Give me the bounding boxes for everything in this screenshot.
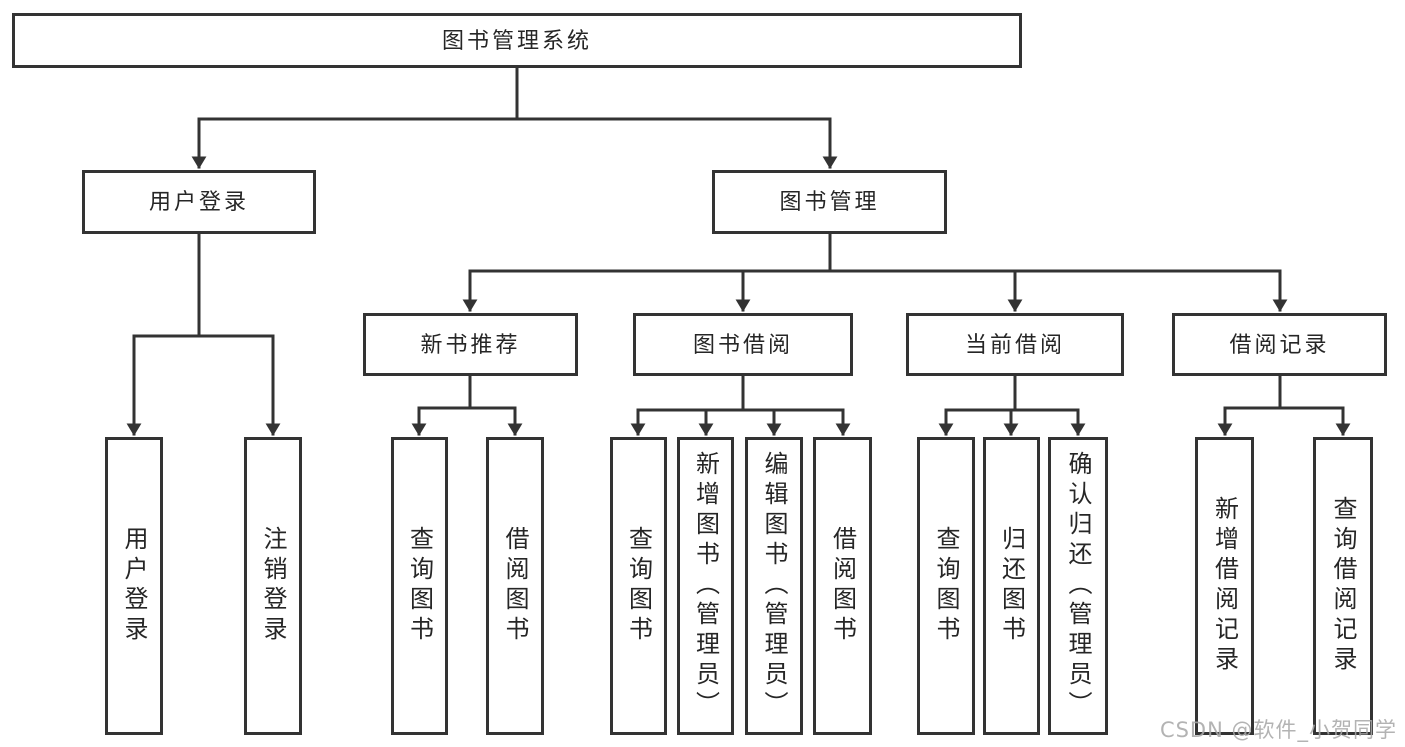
node-book-borrow: 图书借阅 <box>633 313 853 376</box>
leaf-query-borrow-record: 查询借阅记录 <box>1313 437 1373 735</box>
node-new-books: 新书推荐 <box>363 313 578 376</box>
leaf-query-books-2: 查询图书 <box>610 437 667 735</box>
leaf-logout: 注销登录 <box>244 437 302 735</box>
edge-new-books-children <box>411 374 523 436</box>
node-book-mgmt: 图书管理 <box>712 170 947 234</box>
leaf-add-books-admin: 新增图书（管理员） <box>677 437 734 735</box>
edge-root-to-level2 <box>191 66 838 169</box>
edge-book-borrow-children <box>630 374 851 436</box>
edge-borrow-records-children <box>1217 374 1351 436</box>
csdn-watermark: CSDN @软件_小贺同学 <box>1159 718 1397 742</box>
leaf-borrow-books-2: 借阅图书 <box>813 437 872 735</box>
node-borrow-records: 借阅记录 <box>1172 313 1387 376</box>
edge-current-borrow-children <box>938 374 1086 436</box>
leaf-borrow-books-1: 借阅图书 <box>486 437 544 735</box>
leaf-return-books: 归还图书 <box>983 437 1040 735</box>
leaf-user-login: 用户登录 <box>105 437 163 735</box>
leaf-edit-books-admin: 编辑图书（管理员） <box>745 437 803 735</box>
leaf-query-books-1: 查询图书 <box>391 437 448 735</box>
node-user-login: 用户登录 <box>82 170 316 234</box>
edge-book-mgmt-children <box>462 232 1288 312</box>
leaf-confirm-return-admin: 确认归还（管理员） <box>1048 437 1108 735</box>
leaf-query-books-3: 查询图书 <box>917 437 975 735</box>
leaf-add-borrow-record: 新增借阅记录 <box>1195 437 1254 735</box>
edge-user-login-children <box>126 232 281 436</box>
node-current-borrow: 当前借阅 <box>906 313 1124 376</box>
node-root: 图书管理系统 <box>12 13 1022 68</box>
